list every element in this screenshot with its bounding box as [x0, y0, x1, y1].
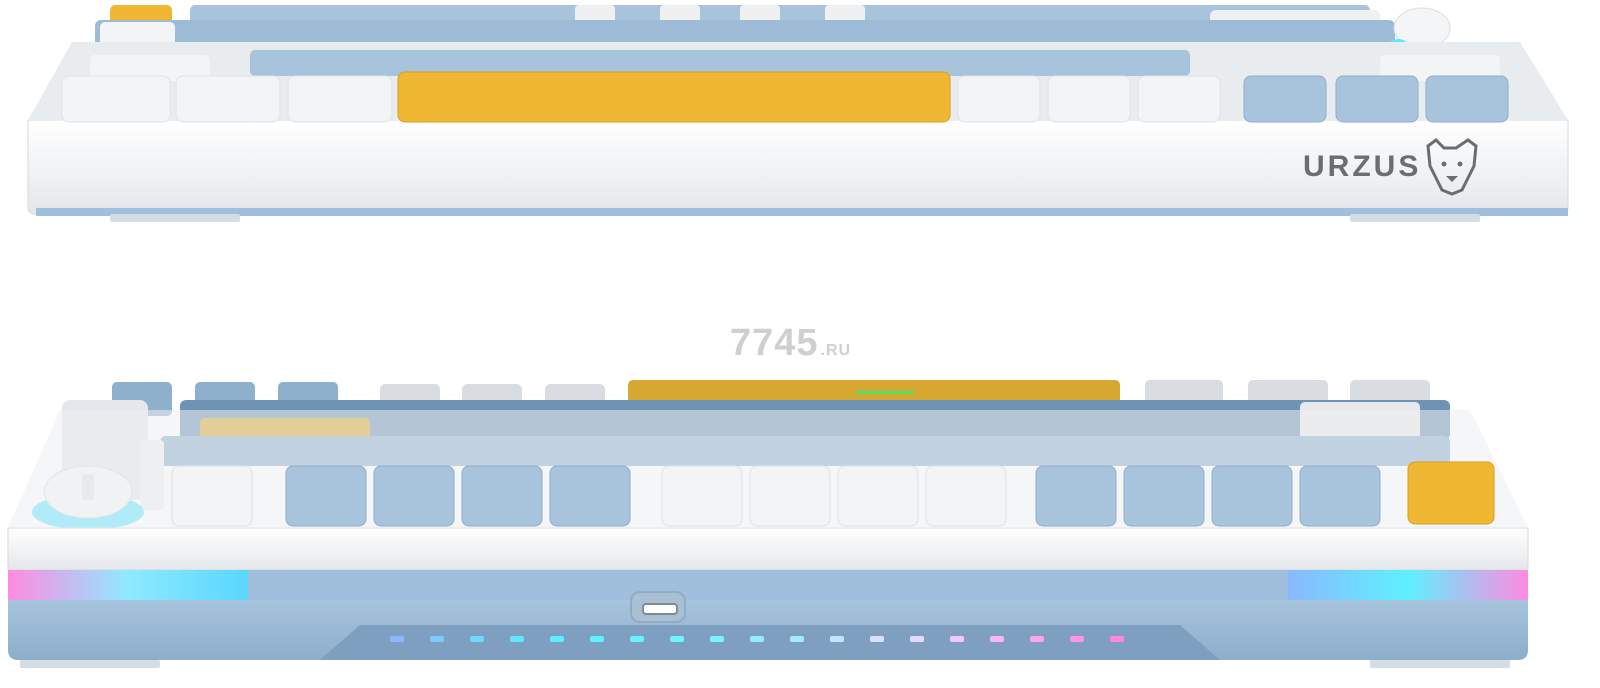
bear-head-icon — [1426, 138, 1478, 196]
brand-logo: URZUS — [1303, 150, 1421, 184]
keyboard-front-view — [7, 380, 1529, 668]
watermark-main: 7745 — [730, 322, 819, 364]
usb-c-port — [630, 591, 686, 623]
watermark-suffix: .RU — [820, 342, 852, 359]
keyboard-rear-view — [27, 5, 1569, 222]
front-keycaps-near — [171, 461, 1495, 527]
underglow-leds — [390, 636, 1124, 642]
brand-name: URZUS — [1303, 150, 1422, 183]
rear-keycaps-near — [61, 50, 1509, 123]
watermark: 7745.RU — [730, 322, 851, 365]
